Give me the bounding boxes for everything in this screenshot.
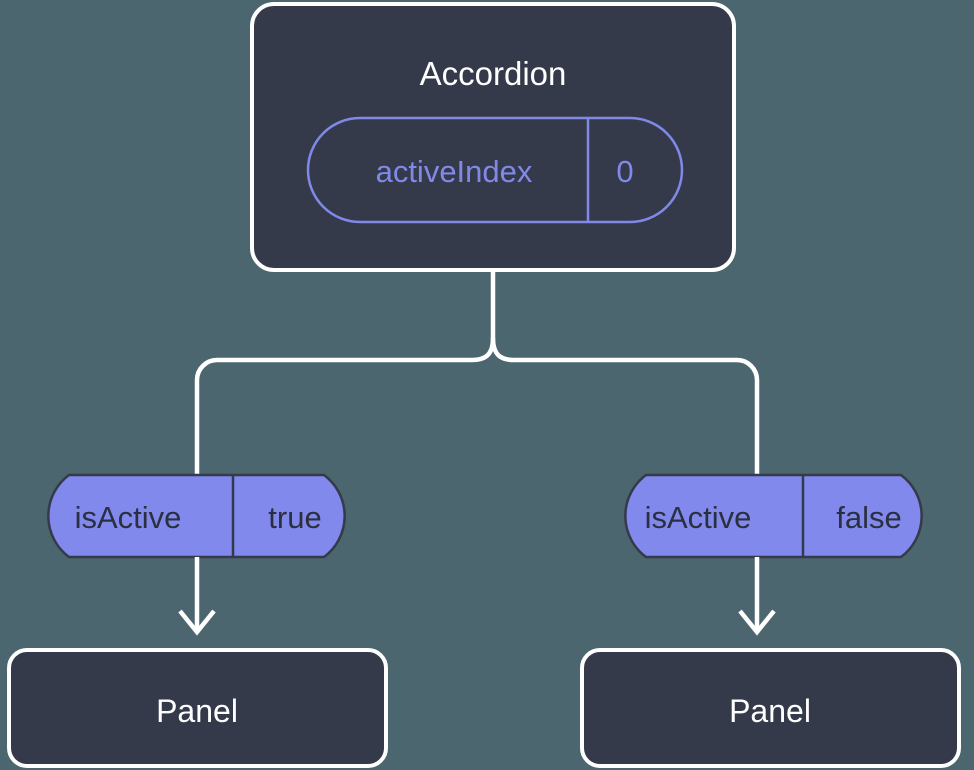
accordion-node-border xyxy=(250,2,736,272)
left-prop-pill-key: isActive xyxy=(75,500,182,535)
right-panel-node-background xyxy=(582,650,959,766)
left-panel-node-border xyxy=(7,648,388,768)
arrow-group xyxy=(178,557,776,636)
left-prop-pill-value: true xyxy=(268,500,321,535)
active-index-pill-key: activeIndex xyxy=(376,154,533,189)
active-index-state-pill[interactable]: activeIndex 0 xyxy=(306,116,684,224)
left-panel-node-title: Panel xyxy=(156,693,238,729)
connector-group xyxy=(194,270,760,475)
connector-branch-left xyxy=(194,337,496,475)
right-panel-node-title: Panel xyxy=(729,693,811,729)
accordion-node-title: Accordion xyxy=(420,55,567,92)
accordion-node[interactable]: Accordion activeIndex 0 xyxy=(250,2,736,272)
active-index-pill-value: 0 xyxy=(616,154,633,189)
left-panel-arrow-head xyxy=(178,609,216,636)
active-index-pill-outline xyxy=(306,116,684,224)
left-prop-pill-background xyxy=(47,473,346,559)
left-panel-node-background xyxy=(9,650,386,766)
right-panel-node-border xyxy=(580,648,961,768)
right-prop-pill-key: isActive xyxy=(645,500,752,535)
right-prop-pill-value: false xyxy=(836,500,901,535)
right-panel-arrow-head xyxy=(738,609,776,636)
right-prop-pill-background xyxy=(624,473,923,559)
left-panel-node[interactable]: Panel xyxy=(7,648,388,768)
accordion-node-background xyxy=(252,4,734,270)
left-prop-pill[interactable]: isActive true xyxy=(47,473,346,559)
right-panel-node[interactable]: Panel xyxy=(580,648,961,768)
right-prop-pill[interactable]: isActive false xyxy=(624,473,923,559)
connector-branch-right xyxy=(490,337,760,475)
